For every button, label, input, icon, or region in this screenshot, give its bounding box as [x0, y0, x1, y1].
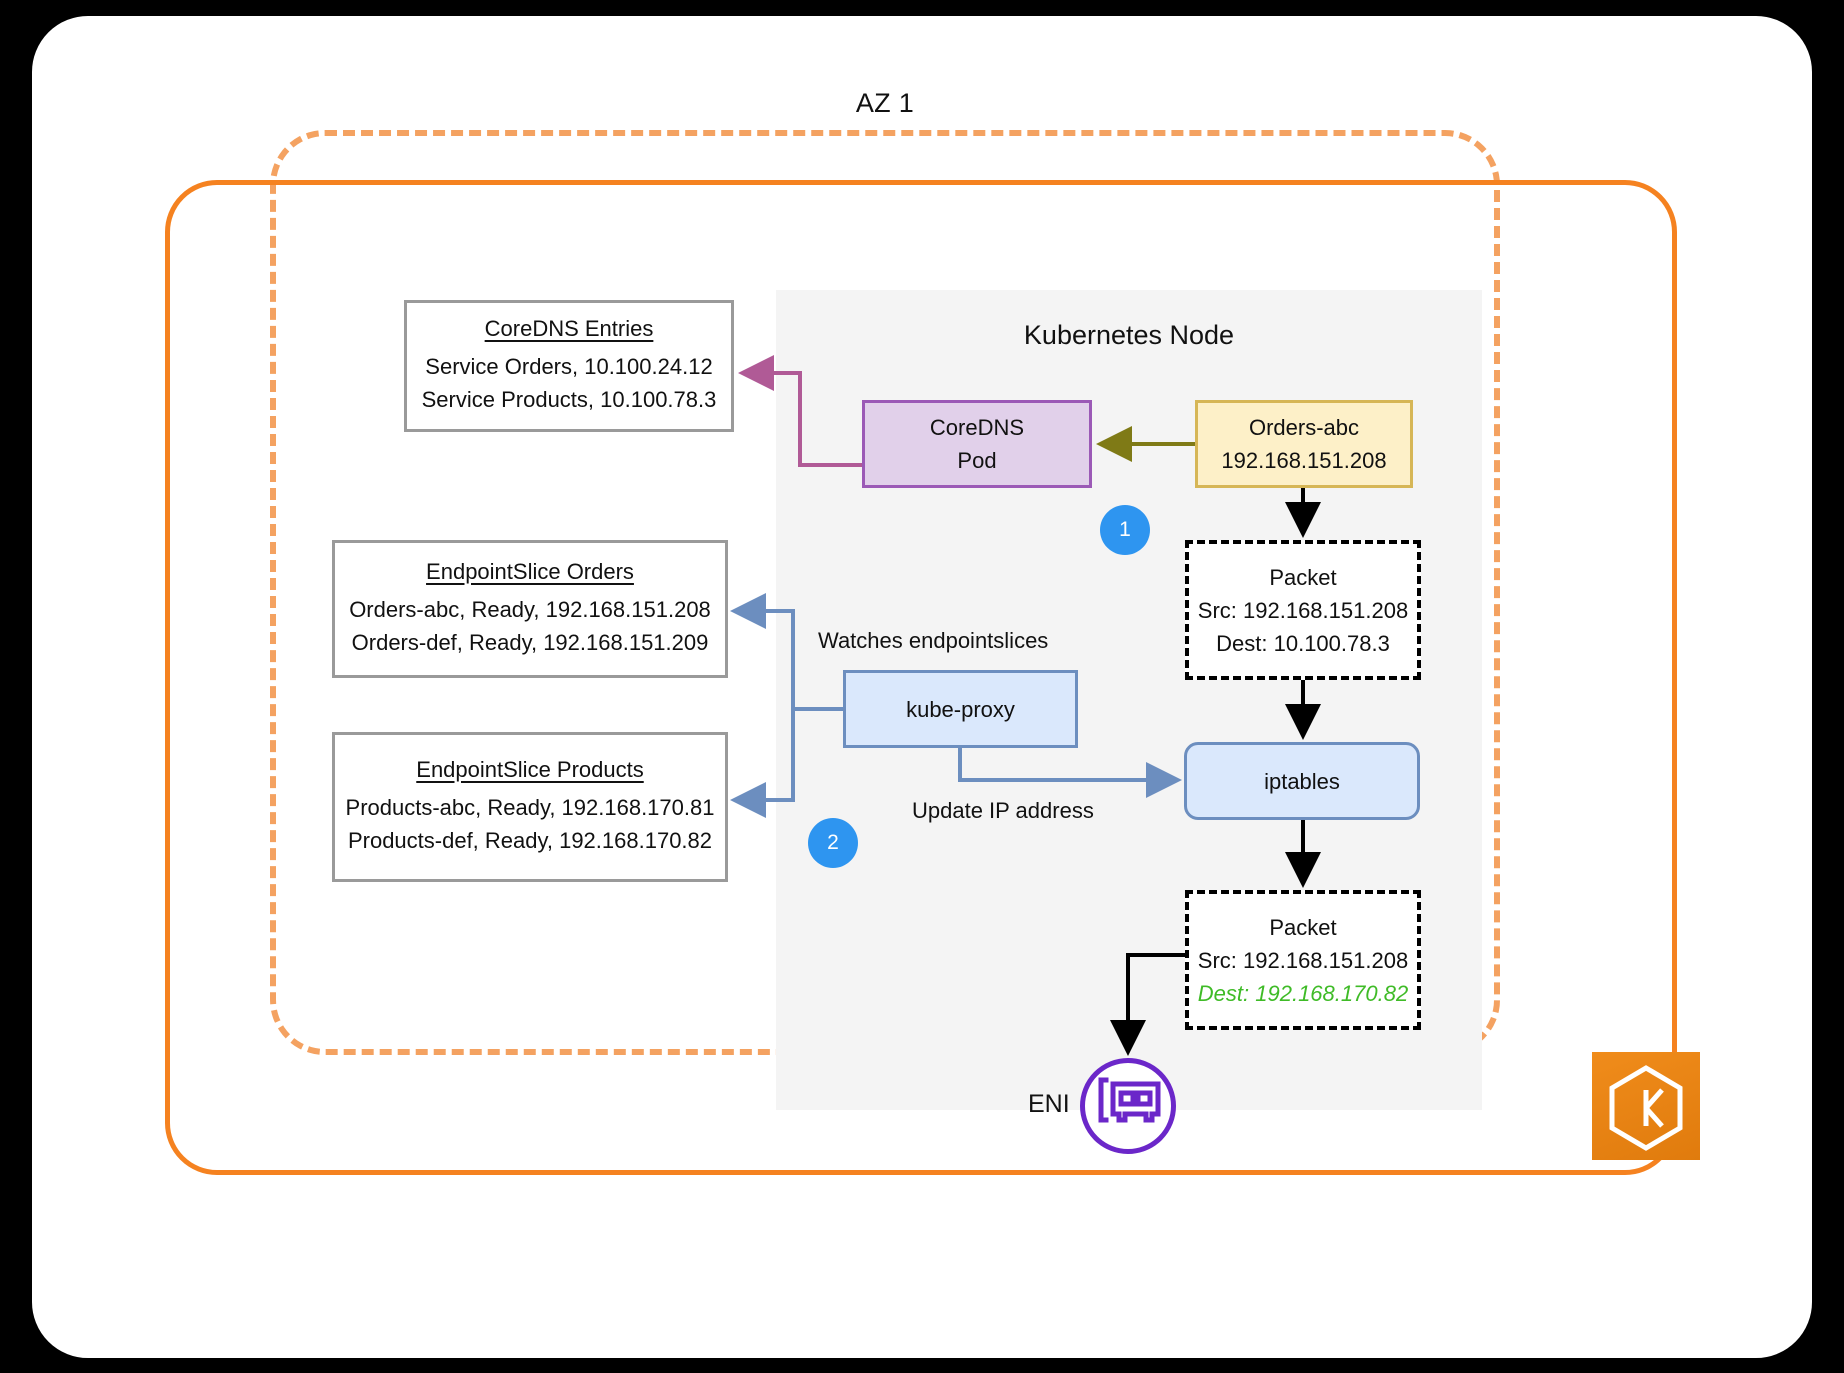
step-badge-1: 1: [1100, 505, 1150, 555]
endpointslice-orders-box: EndpointSlice Orders Orders-abc, Ready, …: [332, 540, 728, 678]
eni-circle: [1080, 1058, 1176, 1154]
packet-top-box: Packet Src: 192.168.151.208 Dest: 10.100…: [1185, 540, 1421, 680]
packet-bottom-title: Packet: [1269, 914, 1337, 940]
packet-bottom-box: Packet Src: 192.168.151.208 Dest: 192.16…: [1185, 890, 1421, 1030]
endpointslice-orders-line-2: Orders-def, Ready, 192.168.151.209: [351, 630, 709, 655]
orders-pod-box: Orders-abc 192.168.151.208: [1195, 400, 1413, 488]
watches-endpointslices-label: Watches endpointslices: [818, 628, 1049, 653]
orders-pod-line-2: 192.168.151.208: [1221, 448, 1387, 473]
kube-proxy-box: kube-proxy: [843, 670, 1078, 748]
packet-top-dest: Dest: 10.100.78.3: [1216, 630, 1390, 656]
step-badge-2: 2: [808, 818, 858, 868]
kubernetes-node-title: Kubernetes Node: [1023, 320, 1235, 350]
iptables-label: iptables: [1264, 768, 1340, 794]
coredns-pod-line-2: Pod: [957, 448, 997, 473]
eni-label: ENI: [1028, 1090, 1070, 1118]
endpointslice-products-line-2: Products-def, Ready, 192.168.170.82: [347, 828, 713, 853]
coredns-entries-title: CoreDNS Entries: [484, 315, 654, 341]
packet-top-title: Packet: [1269, 564, 1337, 590]
endpointslice-products-box: EndpointSlice Products Products-abc, Rea…: [332, 732, 728, 882]
endpointslice-orders-title: EndpointSlice Orders: [426, 558, 634, 584]
coredns-pod-box: CoreDNS Pod: [862, 400, 1092, 488]
eks-logo-tile: [1592, 1052, 1700, 1160]
endpointslice-products-title: EndpointSlice Products: [416, 756, 644, 782]
kube-proxy-label: kube-proxy: [906, 696, 1015, 722]
endpointslice-orders-line-1: Orders-abc, Ready, 192.168.151.208: [349, 596, 711, 622]
packet-bottom-dest: Dest: 192.168.170.82: [1197, 980, 1409, 1006]
az-title: AZ 1: [855, 88, 915, 118]
packet-bottom-src: Src: 192.168.151.208: [1197, 947, 1409, 973]
endpointslice-products-line-1: Products-abc, Ready, 192.168.170.81: [345, 794, 715, 820]
iptables-box: iptables: [1184, 742, 1420, 820]
orders-pod-line-1: Orders-abc: [1248, 415, 1360, 440]
vpc-boundary: [165, 180, 1677, 1175]
coredns-pod-line-1: CoreDNS: [929, 415, 1025, 440]
coredns-entries-line-1: Service Orders, 10.100.24.12: [425, 353, 713, 379]
update-ip-address-label: Update IP address: [912, 798, 1094, 823]
coredns-entries-box: CoreDNS Entries Service Orders, 10.100.2…: [404, 300, 734, 432]
coredns-entries-line-2: Service Products, 10.100.78.3: [421, 387, 717, 412]
packet-top-src: Src: 192.168.151.208: [1197, 597, 1409, 623]
